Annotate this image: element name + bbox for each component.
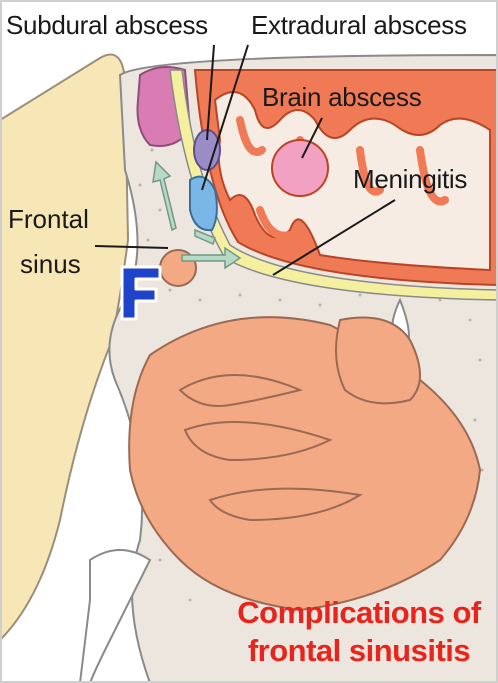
brain-abscess-lesion	[272, 140, 328, 196]
label-meningitis: Meningitis	[353, 166, 467, 192]
f-badge-letter: F	[118, 263, 119, 264]
caption-line2: frontal sinusitis	[228, 632, 490, 670]
label-frontal-sinus-line1: Frontal	[8, 206, 89, 232]
label-frontal-sinus-line2: sinus	[20, 251, 81, 277]
label-subdural-abscess: Subdural abscess	[6, 12, 208, 38]
caption-line1: Complications of	[228, 594, 490, 632]
f-badge-icon: F	[118, 263, 164, 323]
label-extradural-abscess: Extradural abscess	[251, 12, 467, 38]
caption: Complications of frontal sinusitis	[228, 594, 490, 670]
label-brain-abscess: Brain abscess	[262, 84, 421, 110]
